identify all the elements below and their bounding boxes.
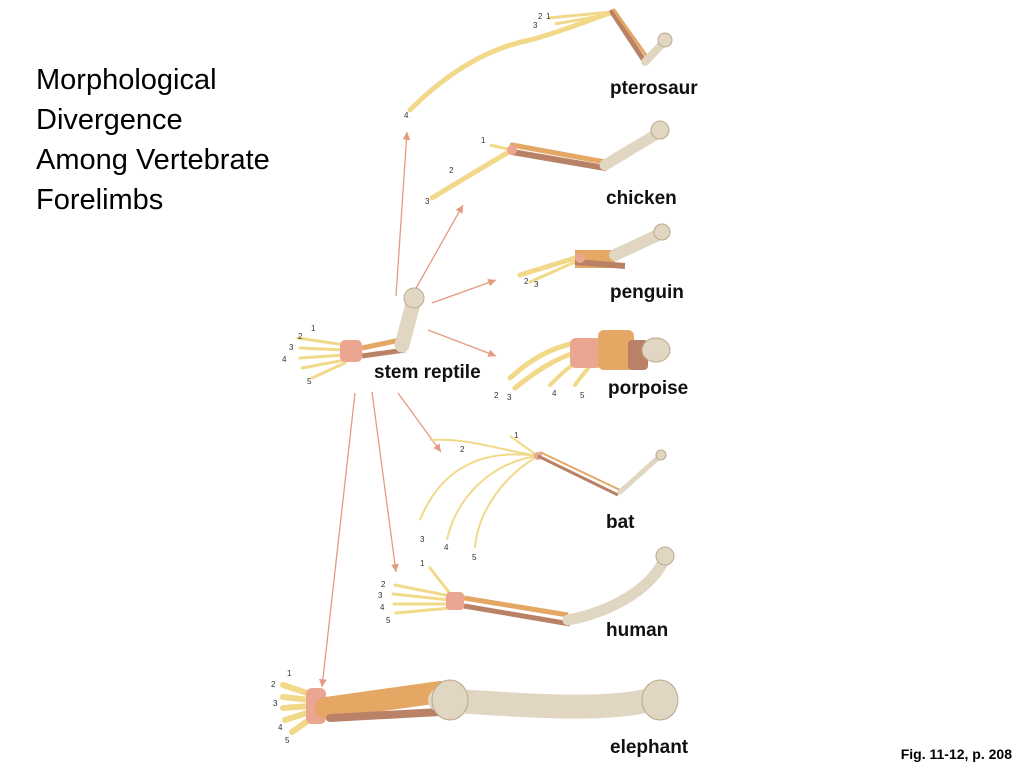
penguin-digit-3: 3 [534,280,539,289]
arrow-to-pterosaur [395,131,411,297]
elephant-digit-5: 5 [285,736,290,745]
pterosaur-digit-4: 4 [404,111,409,120]
human-digit-1: 1 [420,559,425,568]
pterosaur-forelimb: 4 2 1 3 [404,8,673,120]
pterosaur-digit-1: 1 [546,12,551,21]
divergence-arrows [318,131,497,688]
penguin-digit-2: 2 [524,277,529,286]
bat-digit-4: 4 [444,543,449,552]
bat-digit-2: 2 [460,445,465,454]
label-human: human [606,620,669,641]
arrow-to-elephant [318,392,356,688]
chicken-digit-3: 3 [425,197,430,206]
elephant-digit-4: 4 [278,723,283,732]
elephant-digit-1: 1 [287,669,292,678]
elephant-digit-2: 2 [271,680,276,689]
porpoise-digit-3: 3 [507,393,512,402]
porpoise-digit-4: 4 [552,389,557,398]
arrow-to-chicken [414,204,464,291]
chicken-digit-1: 1 [481,136,486,145]
label-penguin: penguin [610,282,684,303]
title-line-2: Divergence [36,104,183,136]
porpoise-forelimb: 2 3 4 5 [494,330,671,402]
stem-reptile-digit-1: 1 [311,324,316,333]
title-line-3: Among Vertebrate [36,144,270,176]
arrow-to-human [371,391,399,573]
label-chicken: chicken [606,188,677,209]
elephant-digit-3: 3 [273,699,278,708]
stem-reptile-forelimb: 1 2 3 4 5 [282,287,425,386]
penguin-forelimb: 2 3 [517,223,671,289]
pterosaur-digit-2: 2 [538,12,543,21]
pterosaur-digit-3: 3 [533,21,538,30]
label-pterosaur: pterosaur [610,78,698,99]
human-digit-4: 4 [380,603,385,612]
title-line-4: Forelimbs [36,184,164,216]
label-porpoise: porpoise [608,378,689,399]
human-digit-5: 5 [386,616,391,625]
label-bat: bat [606,512,635,533]
stem-reptile-digit-5: 5 [307,377,312,386]
stem-reptile-digit-4: 4 [282,355,287,364]
figure-caption: Fig. 11-12, p. 208 [900,746,1012,762]
bat-digit-5: 5 [472,553,477,562]
arrow-to-penguin [431,278,497,304]
stem-reptile-digit-2: 2 [298,332,303,341]
arrow-to-porpoise [427,329,497,357]
bat-digit-1: 1 [514,431,519,440]
arrow-to-bat [397,392,442,453]
porpoise-digit-5: 5 [580,391,585,400]
bat-digit-3: 3 [420,535,425,544]
human-digit-3: 3 [378,591,383,600]
chicken-forelimb: 1 2 3 [425,120,670,206]
stem-reptile-digit-3: 3 [289,343,294,352]
label-elephant: elephant [610,737,689,758]
human-forelimb: 1 2 3 4 5 [378,546,675,627]
slide-title: Morphological Divergence Among Vertebrat… [36,60,336,220]
title-line-1: Morphological [36,64,217,96]
porpoise-digit-2: 2 [494,391,499,400]
label-stem-reptile: stem reptile [374,362,481,383]
chicken-digit-2: 2 [449,166,454,175]
elephant-forelimb: 1 2 3 4 5 [271,669,679,745]
human-digit-2: 2 [381,580,386,589]
bat-forelimb: 1 2 3 4 5 [419,431,667,562]
